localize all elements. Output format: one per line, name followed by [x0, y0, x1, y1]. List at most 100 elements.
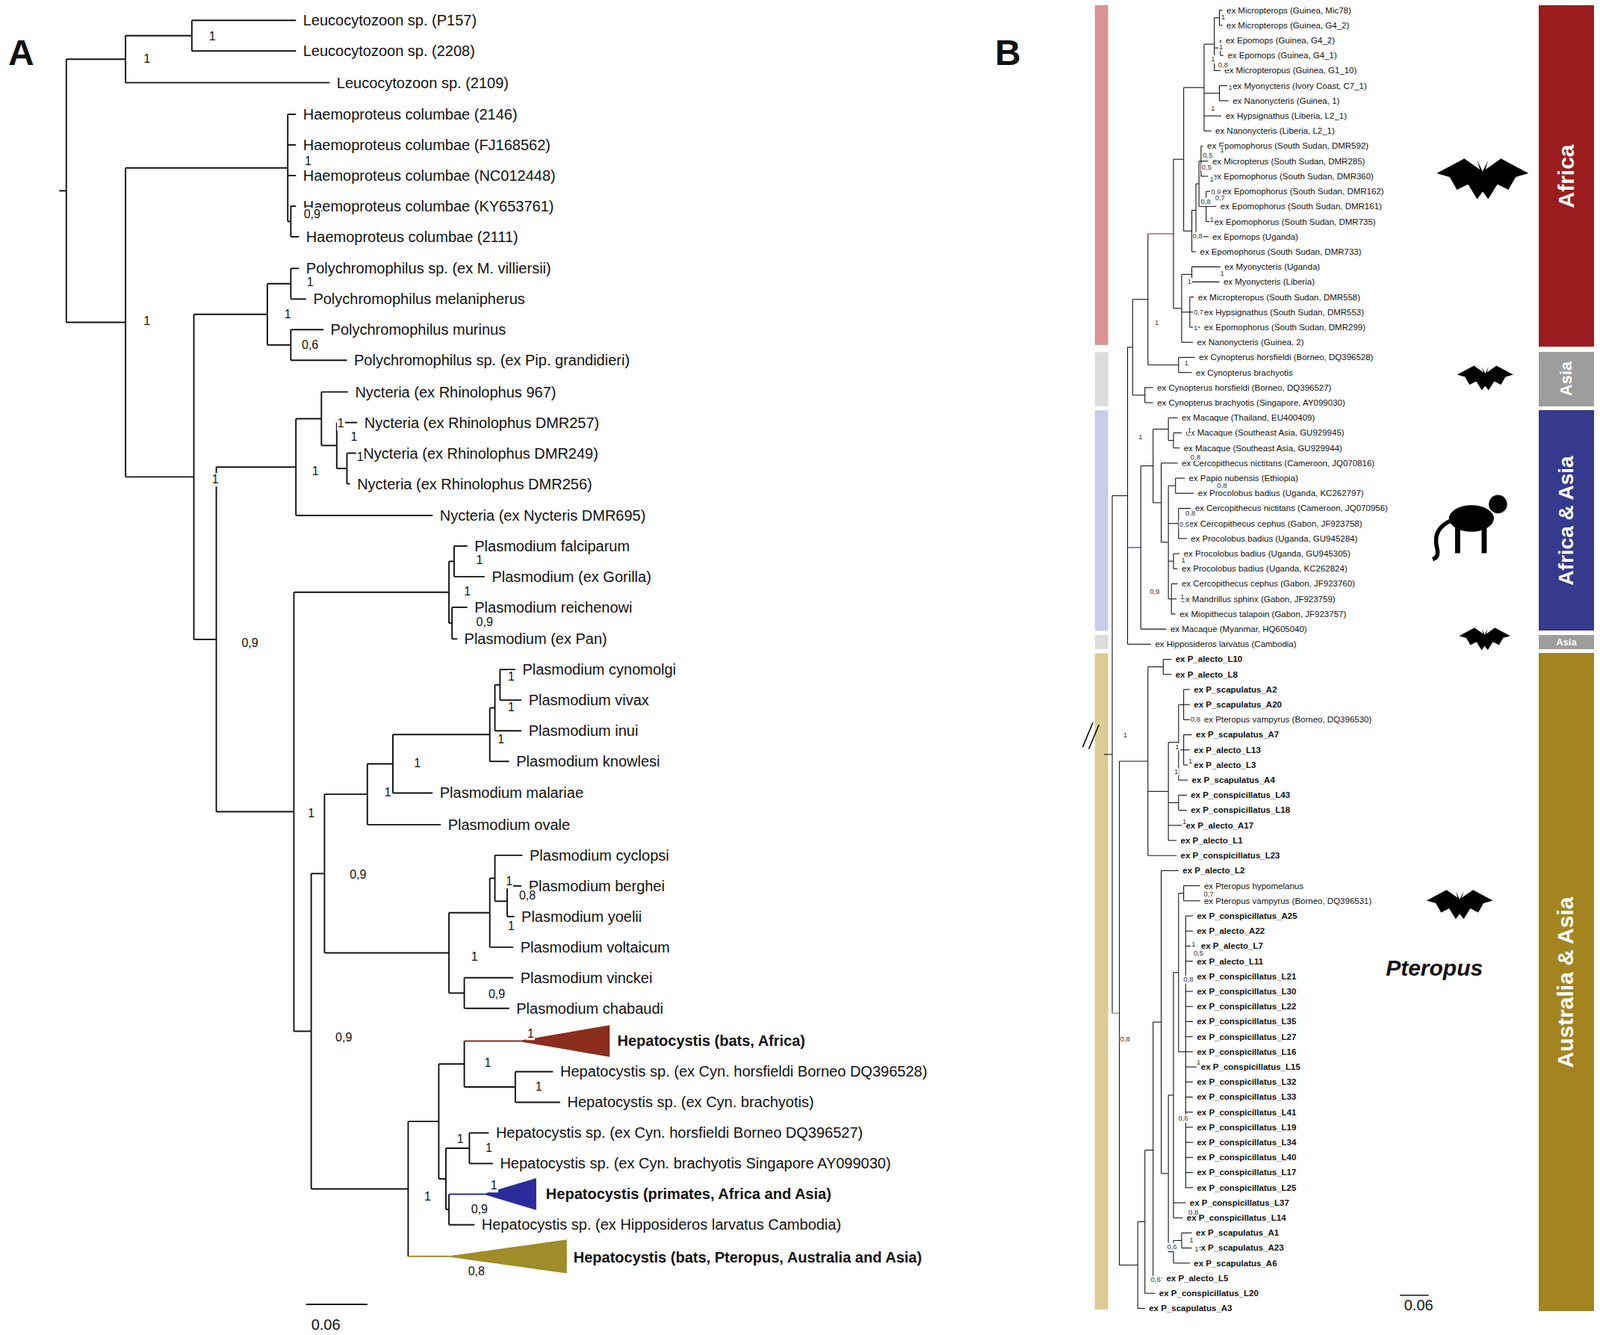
tree-branch: [1201, 175, 1209, 177]
taxon-label: ex Micropterops (Guinea, G4_2): [1226, 20, 1350, 31]
support-value: 0,9: [475, 616, 494, 630]
region-bar: [1095, 652, 1109, 1309]
tree-branch: [1171, 613, 1175, 615]
tree-branch: [514, 1071, 517, 1103]
region-bars: [1095, 5, 1109, 1310]
tree-branch: [1178, 537, 1187, 539]
tree-branch: [464, 977, 514, 979]
tree-branch: [1173, 553, 1180, 555]
support-value: 1: [507, 700, 516, 715]
tree-branch: [321, 444, 337, 446]
support-value: 0,8: [1184, 509, 1196, 517]
tree-branch: [1195, 183, 1196, 237]
tree-branch: [1185, 1171, 1193, 1173]
tree-branch: [1219, 100, 1229, 101]
tree-branch: [506, 885, 508, 917]
tree-branch: [490, 877, 496, 880]
tree-branch: [1178, 704, 1184, 706]
taxon-label: Plasmodium cyclopsi: [529, 847, 670, 864]
tree-branch: [1178, 357, 1196, 358]
support-value: 1: [383, 786, 393, 800]
support-value: 0,5: [1178, 520, 1190, 529]
tree-branch: [437, 1063, 440, 1179]
tree-branch: [1168, 417, 1178, 419]
taxon-label: ex Myonycteris (Uganda): [1224, 262, 1320, 272]
tree-branch: [66, 58, 126, 60]
region-bar: [1095, 351, 1109, 406]
tree-branch: [125, 475, 195, 478]
tree-branch: [515, 1071, 554, 1073]
support-value: 1: [1154, 318, 1160, 326]
tree-branch: [1173, 159, 1184, 160]
tree-branch: [1112, 1012, 1120, 1014]
taxon-label: ex P_alecto_L10: [1175, 654, 1243, 665]
tree-branch: [453, 546, 455, 577]
support-value: 0,6: [1177, 1114, 1189, 1122]
support-value: 0,9: [303, 207, 322, 222]
bat-silhouette: [1458, 627, 1510, 650]
taxon-label: Hepatocystis sp. (ex Cyn. horsfieldi Bor…: [495, 1124, 863, 1141]
taxon-label: ex P_conspicillatus_L30: [1196, 986, 1296, 997]
tree-branch: [1219, 24, 1223, 26]
tree-branch: [1148, 855, 1177, 857]
tree-branch: [367, 823, 441, 826]
taxon-label: ex Nanonycteris (Guinea, 2): [1196, 337, 1304, 348]
tree-branch: [507, 915, 515, 918]
tree-branch: [1172, 432, 1174, 448]
taxon-label: ex Epomops (Guinea, G4_1): [1227, 50, 1337, 61]
tree-branch: [1111, 495, 1113, 1014]
monkey-tail: [1432, 520, 1452, 560]
tree-branch: [494, 855, 496, 901]
tree-branch: [1137, 1221, 1139, 1308]
taxon-label: ex P_conspicillatus_L32: [1196, 1077, 1296, 1087]
support-value: 1: [1180, 556, 1187, 564]
tree-branch: [407, 1120, 439, 1122]
support-value: 1: [283, 307, 293, 322]
tree-branch: [1161, 870, 1179, 871]
tree-branch: [489, 707, 491, 762]
taxon-label: ex P_conspicillatus_L17: [1196, 1167, 1296, 1178]
tree-branch: [1198, 206, 1207, 207]
tree-branch: [1168, 439, 1174, 441]
tree-branch: [1191, 209, 1193, 252]
taxon-label: Plasmodium falciparum: [474, 537, 630, 555]
taxon-label: ex Macaque (Thailand, EU400409): [1181, 413, 1315, 423]
taxon-label: Leucocytozoon sp. (P157): [303, 11, 477, 29]
monkey-leg: [1455, 524, 1461, 553]
taxon-label: Plasmodium cynomolgi: [522, 661, 677, 678]
tree-branch: [267, 344, 291, 346]
support-value: 0,8: [1187, 1208, 1199, 1217]
collapsed-clade: [520, 1025, 610, 1057]
taxon-label: Haemoproteus columbae (2111): [306, 228, 519, 246]
tree-branch: [1172, 972, 1174, 1218]
tree-branch: [464, 1007, 510, 1010]
support-value: 0,8: [1200, 197, 1212, 206]
tree-branch: [1195, 183, 1199, 184]
support-value: 0,6: [301, 338, 319, 352]
support-value: 1: [1210, 55, 1216, 63]
taxon-label: ex Cercopithecus nictitans (Cameroon, JQ…: [1181, 457, 1375, 468]
taxon-label: Plasmodium (ex Gorilla): [491, 568, 651, 585]
panel-letter: A: [8, 33, 35, 74]
monkey-silhouette: [1432, 495, 1508, 560]
tree-branch: [366, 763, 369, 824]
taxon-label: Plasmodium voltaicum: [520, 938, 671, 956]
tree-branch: [495, 684, 501, 686]
support-value: 1: [1219, 146, 1225, 154]
tree-branch: [295, 418, 322, 420]
support-value: 1: [1219, 269, 1225, 278]
tree-branch: [1204, 44, 1215, 45]
taxon-label: ex P_alecto_L11: [1196, 956, 1264, 966]
tree-branch: [286, 114, 289, 222]
taxon-label: ex Hypsignathus (Liberia, L2_1): [1225, 111, 1347, 122]
tree-branch: [1183, 87, 1205, 89]
taxon-label: ex P_conspicillatus_L18: [1190, 805, 1291, 815]
tree-branch: [495, 854, 523, 857]
tree-branch: [1163, 659, 1164, 675]
taxon-label: ex P_alecto_A22: [1196, 926, 1265, 936]
tree-branch: [1173, 432, 1182, 434]
support-value: 1: [484, 1056, 493, 1071]
region-name: Asia: [1555, 637, 1577, 647]
tree-branch: [311, 872, 325, 874]
taxon-label: ex Procolobus badius (Uganda, GU945284): [1190, 533, 1358, 544]
